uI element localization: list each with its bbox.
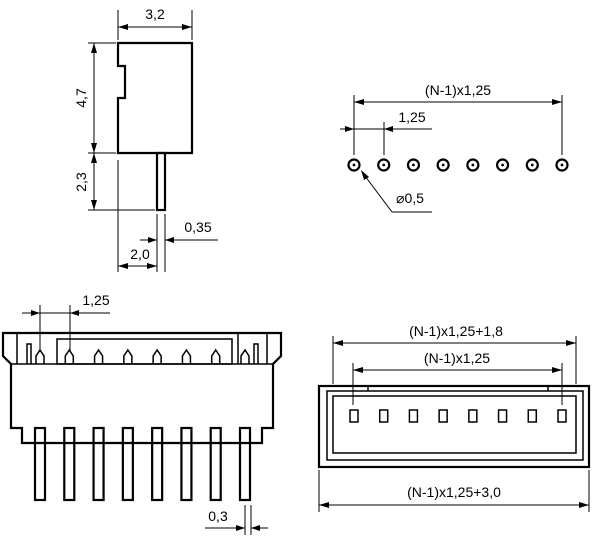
- footprint-hole-label: ⌀0,5: [396, 190, 424, 206]
- front-pin-tip: [240, 348, 250, 364]
- front-pin-leg: [121, 426, 134, 502]
- front-pin-tip: [35, 348, 45, 364]
- footprint-hole: [377, 158, 391, 172]
- top-slot: [408, 409, 419, 423]
- top-slot: [438, 409, 448, 423]
- footprint-total-pitch-label: (N-1)x1,25: [425, 82, 491, 98]
- front-pin-leg: [238, 426, 252, 502]
- front-pin-tip: [93, 348, 104, 364]
- footprint-hole-center: [382, 163, 386, 167]
- side-view: 3,2 4,7 2,3 2,0 0,35: [73, 6, 218, 272]
- top-slot: [349, 409, 359, 423]
- footprint-holes: [347, 158, 569, 172]
- footprint-view: (N-1)x1,25 1,25 ⌀0,5: [340, 82, 569, 213]
- top-inner-label: (N-1)x1,25: [424, 350, 490, 366]
- top-housing-outer: [317, 384, 591, 469]
- front-housing: [1, 331, 283, 445]
- side-pin-thickness-label: 0,35: [184, 219, 211, 235]
- side-pin-offset-label: 2,0: [130, 246, 150, 262]
- side-pin-length-label: 2,3: [73, 172, 89, 192]
- footprint-hole-center: [501, 163, 504, 167]
- front-pin-tip: [152, 348, 162, 364]
- footprint-pitch-label: 1,25: [398, 109, 425, 125]
- footprint-hole-center: [560, 163, 564, 167]
- top-slot: [468, 409, 478, 423]
- front-pins: [33, 348, 252, 502]
- side-width-label: 3,2: [145, 6, 165, 22]
- side-view-pin: [155, 151, 167, 212]
- top-slot: [497, 409, 508, 423]
- footprint-hole-center: [530, 163, 534, 167]
- footprint-hole-center: [471, 163, 475, 167]
- top-slots: [349, 409, 567, 423]
- footprint-hole: [436, 158, 450, 172]
- front-pitch-label: 1,25: [82, 292, 109, 308]
- footprint-hole-center: [441, 163, 445, 167]
- top-overall-label: (N-1)x1,25+3,0: [407, 484, 501, 500]
- footprint-hole: [347, 158, 361, 172]
- footprint-hole: [406, 158, 421, 172]
- top-view: (N-1)x1,25+1,8 (N-1)x1,25 (N-1)x1,25+3,0: [317, 323, 591, 512]
- footprint-hole: [466, 158, 480, 172]
- top-slot: [378, 409, 389, 423]
- front-pin-leg: [209, 426, 222, 502]
- front-pin-tip: [123, 348, 133, 364]
- front-pin-leg: [151, 426, 164, 502]
- footprint-hole-center: [352, 163, 356, 167]
- footprint-hole-center: [412, 163, 415, 167]
- side-view-body: [116, 41, 194, 155]
- front-pin-width-label: 0,3: [208, 508, 228, 524]
- front-pin-leg: [63, 426, 76, 502]
- front-view: 1,25 0,3: [1, 292, 283, 535]
- front-pin-tip: [64, 348, 75, 364]
- front-pin-tip: [181, 348, 192, 364]
- front-pin-leg: [33, 426, 47, 502]
- side-body-height-label: 4,7: [73, 88, 89, 108]
- top-slot: [527, 409, 538, 423]
- front-pin-tip: [210, 348, 221, 364]
- top-outer-label: (N-1)x1,25+1,8: [409, 323, 503, 339]
- footprint-hole: [555, 158, 569, 172]
- footprint-hole: [495, 158, 510, 172]
- top-slot: [557, 409, 567, 423]
- front-pin-leg: [180, 426, 193, 502]
- front-pin-leg: [92, 426, 105, 502]
- footprint-hole: [525, 158, 539, 172]
